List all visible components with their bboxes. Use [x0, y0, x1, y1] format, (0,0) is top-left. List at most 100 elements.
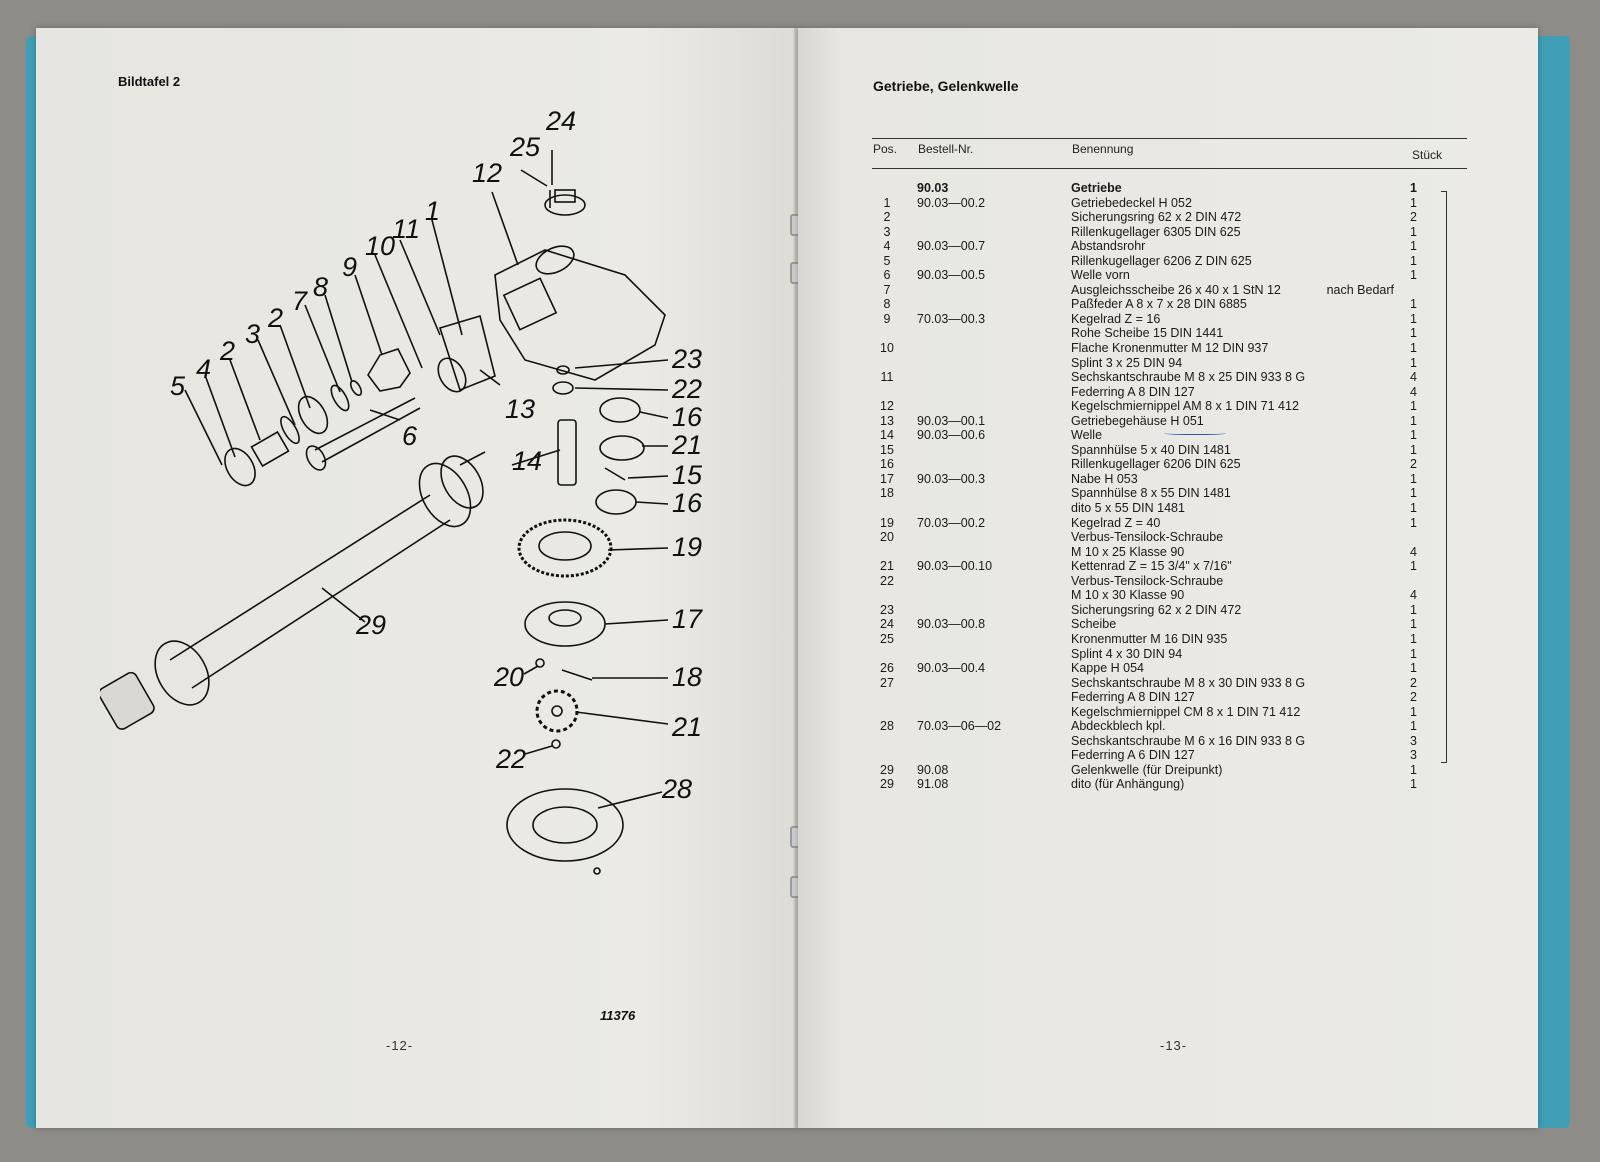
input-shaft-assembly: [224, 348, 421, 487]
order-number-cell: 90.03—00.7: [917, 239, 986, 254]
pos-cell: 15: [880, 442, 894, 457]
part-name-cell: Getriebe: [1071, 181, 1122, 195]
pos-cell: 7: [883, 282, 891, 297]
order-number-cell: 70.03—00.3: [917, 311, 986, 326]
pos-cell: 5: [883, 253, 891, 268]
part-name-cell: Federring A 6 DIN 127: [1071, 748, 1195, 763]
right-page: [798, 28, 1538, 1128]
order-number-cell: 90.03—00.3: [917, 471, 986, 486]
part-name-cell: Kronenmutter M 16 DIN 935: [1071, 631, 1228, 646]
pos-cell: 12: [880, 399, 894, 414]
part-name-cell: Nabe H 053: [1071, 471, 1138, 486]
callout-20: 20: [493, 662, 524, 692]
right-page-number: -13-: [1160, 1038, 1188, 1053]
table-top-rule: [872, 138, 1467, 139]
part-name-cell: Splint 4 x 30 DIN 94: [1071, 646, 1183, 661]
part-name-cell: Rohe Scheibe 15 DIN 1441: [1071, 326, 1224, 341]
callout-16-upper: 16: [672, 402, 703, 432]
quantity-cell: 1: [1410, 195, 1417, 210]
pos-cell: 1: [883, 195, 891, 210]
quantity-cell: 4: [1410, 384, 1417, 399]
callout-2-upper: 2: [267, 303, 283, 333]
pos-cell: 19: [880, 515, 894, 530]
part-name-cell: Federring A 8 DIN 127: [1071, 690, 1195, 705]
callout-5: 5: [170, 371, 186, 401]
callout-1: 1: [425, 196, 440, 226]
quantity-cell: 1: [1410, 326, 1417, 341]
pos-cell: 17: [880, 471, 894, 486]
pos-cell: 26: [880, 661, 894, 676]
order-number-cell: 90.03—00.6: [917, 428, 986, 443]
quantity-cell: 1: [1410, 442, 1417, 457]
callout-19: 19: [672, 532, 702, 562]
quantity-cell: 1: [1410, 399, 1417, 414]
quantity-cell: 1: [1410, 413, 1417, 428]
part-name-cell: Rillenkugellager 6206 DIN 625: [1071, 457, 1241, 472]
pos-cell: 8: [883, 297, 891, 312]
part-name-cell: Federring A 8 DIN 127: [1071, 384, 1195, 399]
order-number-cell: 90.03—00.10: [917, 559, 993, 574]
quantity-cell: 1: [1410, 602, 1417, 617]
part-name-cell: Ausgleichsscheibe 26 x 40 x 1 StN 12: [1071, 282, 1281, 297]
quantity-cell: 4: [1410, 370, 1417, 385]
order-number-cell: 90.03—00.5: [917, 268, 986, 283]
callout-25: 23: [671, 344, 702, 374]
bevel-gear-part: [517, 518, 613, 578]
callout-8: 8: [313, 272, 328, 302]
callout-17: 17: [672, 604, 703, 634]
pos-cell: 29: [880, 762, 894, 777]
pos-cell: 16: [880, 457, 894, 472]
pos-cell: 2: [883, 210, 891, 225]
part-name-cell: Kappe H 054: [1071, 661, 1144, 676]
callout-28: 28: [661, 774, 692, 804]
part-name-cell: Kegelrad Z = 16: [1071, 311, 1161, 326]
part-name-cell: Kegelschmiernippel CM 8 x 1 DIN 71 412: [1071, 704, 1301, 719]
table-row: 22 Verbus-Tensilock-Schraube: [872, 574, 1472, 589]
order-number-cell: 70.03—00.2: [917, 515, 986, 530]
part-name-cell: Splint 3 x 25 DIN 94: [1071, 355, 1183, 370]
callout-2-lower: 2: [219, 336, 235, 366]
part-name-cell: Gelenkwelle (für Dreipunkt): [1071, 762, 1223, 777]
part-name-cell: Welle: [1071, 428, 1103, 443]
quantity-cell: 1: [1410, 471, 1417, 486]
table-row: 17 90.03—00.3 Nabe H 053 1: [872, 472, 1472, 487]
part-name-cell: Abstandsrohr: [1071, 239, 1146, 254]
table-header-rule: [872, 168, 1467, 169]
part-name-cell: dito (für Anhängung): [1071, 777, 1185, 792]
part-name-cell: Abdeckblech kpl.: [1071, 719, 1166, 734]
callout-3: 3: [245, 319, 260, 349]
part-name-cell: Verbus-Tensilock-Schraube: [1071, 573, 1224, 588]
quantity-cell: 2: [1410, 675, 1417, 690]
pos-cell: 13: [880, 413, 894, 428]
table-row: Federring A 8 DIN 127 4: [872, 385, 1472, 400]
quantity-cell: 3: [1410, 733, 1417, 748]
callout-22: 22: [495, 744, 526, 774]
order-number-cell: 90.08: [917, 762, 949, 777]
pos-cell: 22: [880, 573, 894, 588]
part-name-cell: Kegelrad Z = 40: [1071, 515, 1161, 530]
quantity-cell: 1: [1410, 631, 1417, 646]
part-name-cell: Paßfeder A 8 x 7 x 28 DIN 6885: [1071, 297, 1247, 312]
order-number-cell: 91.08: [917, 777, 949, 792]
part-name-cell: Scheibe: [1071, 617, 1117, 632]
callout-29: 29: [355, 610, 386, 640]
